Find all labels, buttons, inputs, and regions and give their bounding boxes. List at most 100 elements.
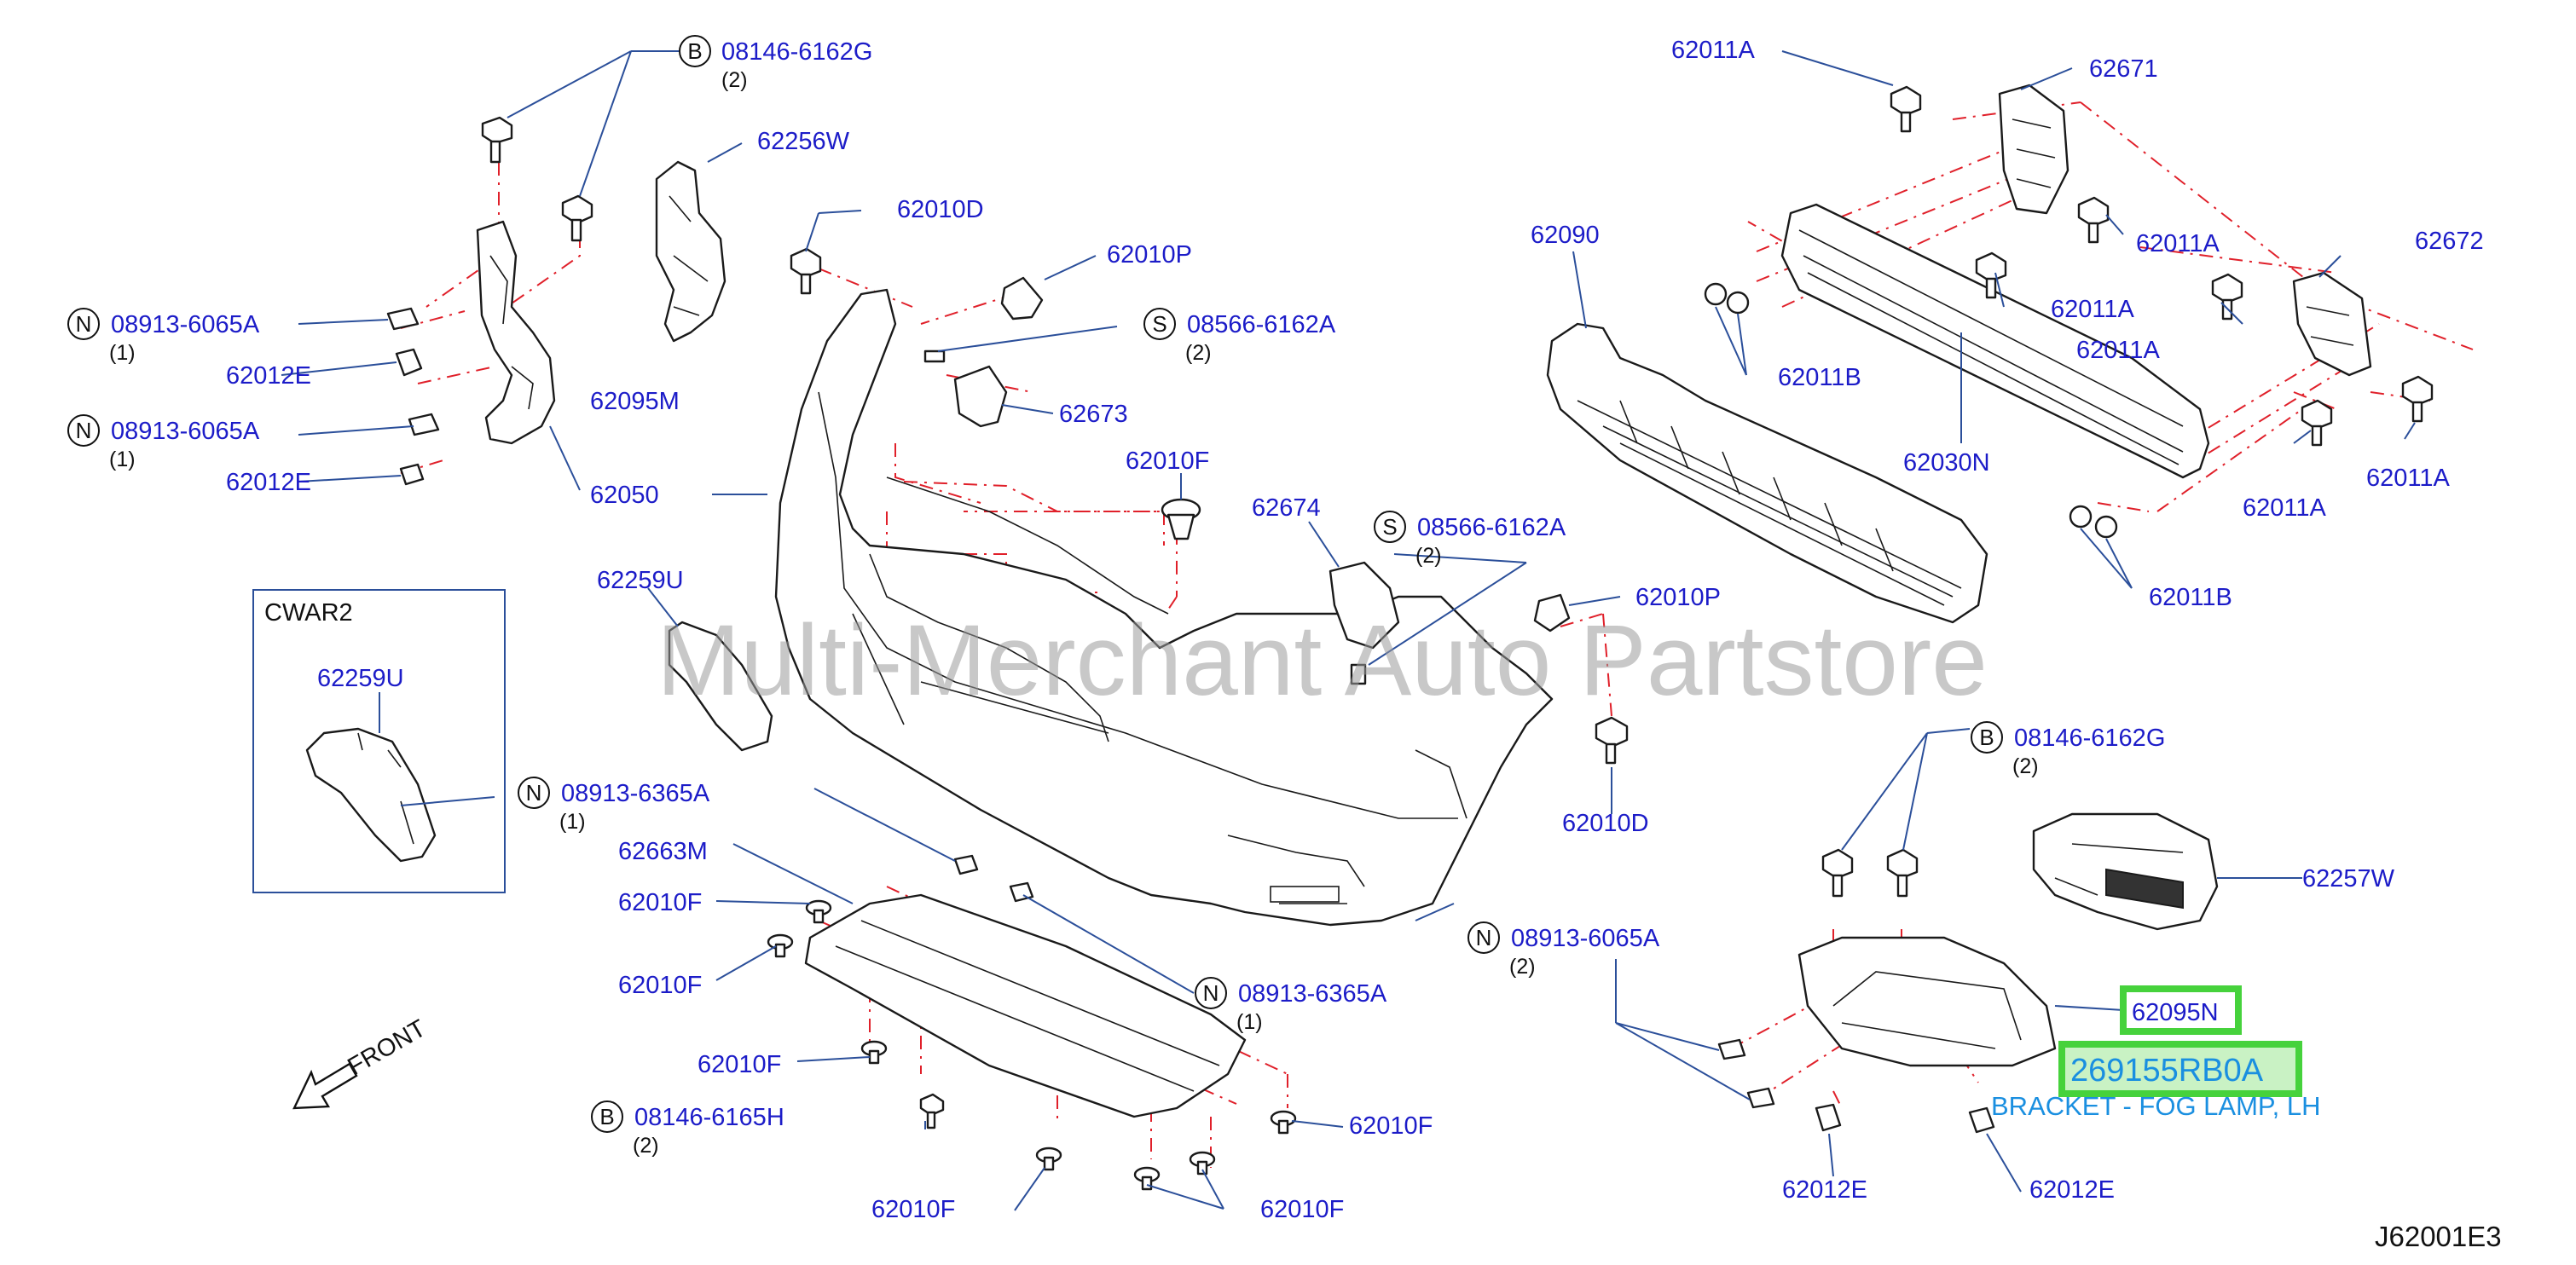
clip-nut-icon	[408, 413, 440, 436]
bolt-icon	[919, 1093, 945, 1129]
clip-nut-icon	[1746, 1087, 1775, 1109]
svg-text:B: B	[1979, 725, 1994, 750]
part-label-62012e-bottom-left[interactable]: 62012E	[1782, 1176, 1867, 1204]
bolt-icon	[1886, 848, 1919, 898]
bolt-icon	[2301, 399, 2333, 447]
push-pin-icon	[1270, 1110, 1297, 1135]
bracket-62259u-inset-shape	[305, 727, 437, 863]
part-label-62010p-top[interactable]: 62010P	[1107, 241, 1192, 269]
clip-62010p-icon	[1000, 276, 1044, 321]
bolt-icon	[1821, 848, 1854, 898]
nut-icon	[1704, 282, 1750, 315]
callout-label: 08566-6162A	[1187, 311, 1336, 338]
clip-nut-icon	[953, 854, 979, 875]
part-label-62010f-e[interactable]: 62010F	[871, 1196, 955, 1223]
part-label-62030n[interactable]: 62030N	[1903, 449, 1990, 477]
bolt-icon	[2211, 273, 2243, 321]
bumper-fascia-62050-shape	[774, 288, 1554, 927]
callout-08913-6065a-lower-left[interactable]: N 08913-6065A (1)	[67, 414, 260, 471]
part-label-62011a-top[interactable]: 62011A	[1671, 37, 1755, 64]
bracket-62674-icon	[1329, 561, 1400, 685]
part-label-62011a-f[interactable]: 62011A	[2366, 465, 2450, 492]
part-label-62012e-lower[interactable]: 62012E	[226, 469, 311, 496]
callout-08146-6162g-top[interactable]: B 08146-6162G (2)	[679, 35, 872, 92]
clip-nut-icon	[1717, 1038, 1746, 1060]
part-label-62259u-inset[interactable]: 62259U	[317, 665, 404, 692]
leader-lines	[281, 50, 2416, 1211]
callout-08913-6365a-left[interactable]: N 08913-6365A (1)	[518, 777, 710, 834]
part-label-62011b-right[interactable]: 62011B	[2149, 584, 2232, 611]
callout-label: 08913-6065A	[111, 418, 260, 445]
callout-08913-6365a-bottom[interactable]: N 08913-6365A (1)	[1195, 977, 1387, 1034]
callout-08146-6165h[interactable]: B 08146-6165H (2)	[591, 1100, 784, 1158]
part-label-62010f-f[interactable]: 62010F	[1260, 1196, 1344, 1223]
svg-text:B: B	[687, 38, 702, 64]
clip-icon	[1815, 1103, 1842, 1132]
part-label-62010f-a[interactable]: 62010F	[618, 889, 702, 916]
part-label-62095m[interactable]: 62095M	[590, 388, 680, 415]
part-label-62011a-c[interactable]: 62011A	[2051, 296, 2134, 323]
svg-text:S: S	[1152, 311, 1166, 337]
svg-text:N: N	[76, 418, 92, 443]
bolt-icon	[1890, 85, 1922, 133]
part-label-62256w[interactable]: 62256W	[757, 128, 850, 155]
front-label: FRONT	[344, 1014, 431, 1081]
highlighted-part-number[interactable]: 269155RB0A	[2070, 1053, 2264, 1089]
part-label-62010p-right[interactable]: 62010P	[1635, 584, 1721, 611]
part-graphics	[252, 84, 2434, 1191]
part-label-62674[interactable]: 62674	[1252, 494, 1321, 522]
callout-08566-6162a-lower[interactable]: S 08566-6162A (2)	[1374, 511, 1566, 568]
callout-08146-6162g-right[interactable]: B 08146-6162G (2)	[1971, 721, 2165, 778]
bolt-icon	[2077, 196, 2110, 244]
highlighted-part-group[interactable]: 62095N 269155RB0A BRACKET - FOG LAMP, LH	[1991, 985, 2320, 1121]
undercover-62663m-shape	[804, 893, 1247, 1118]
bolt-icon	[561, 194, 593, 242]
svg-text:N: N	[76, 311, 92, 337]
part-label-62673[interactable]: 62673	[1059, 401, 1128, 428]
bracket-62095m-shape	[476, 220, 556, 445]
quantity-label: (1)	[109, 341, 136, 365]
callout-08566-6162a-upper[interactable]: S 08566-6162A (2)	[1143, 308, 1336, 365]
part-label-62257w[interactable]: 62257W	[2302, 865, 2395, 892]
part-label-62011a-b[interactable]: 62011A	[2136, 230, 2220, 257]
nut-icon	[2069, 505, 2118, 539]
part-label-62010d-top[interactable]: 62010D	[897, 196, 984, 223]
bolt-icon	[1975, 251, 2007, 299]
part-labels: 62256W 62010D 62010P 62012E 62095M 62012…	[226, 37, 2484, 1223]
part-label-62671[interactable]: 62671	[2089, 55, 2158, 83]
quantity-label: (2)	[2012, 754, 2039, 778]
push-pin-icon	[1161, 498, 1201, 540]
callout-label: 08913-6365A	[561, 780, 710, 807]
clip-nut-icon	[386, 307, 420, 331]
figure-code: J62001E3	[2375, 1221, 2502, 1252]
bolt-icon	[481, 116, 513, 164]
part-label-62090[interactable]: 62090	[1531, 222, 1600, 249]
part-label-62012e-upper[interactable]: 62012E	[226, 362, 311, 390]
callout-08913-6065a-upper-left[interactable]: N 08913-6065A (1)	[67, 308, 260, 365]
part-label-62011a-d[interactable]: 62011A	[2076, 337, 2160, 364]
push-pin-icon	[860, 1040, 888, 1065]
part-label-62259u[interactable]: 62259U	[597, 567, 684, 594]
quantity-label: (1)	[559, 810, 586, 834]
part-label-62050[interactable]: 62050	[590, 482, 659, 509]
part-label-62011a-e[interactable]: 62011A	[2243, 494, 2326, 522]
part-label-62010f-center[interactable]: 62010F	[1126, 448, 1209, 475]
callout-08913-6065a-right[interactable]: N 08913-6065A (2)	[1467, 921, 1660, 979]
part-label-62095n[interactable]: 62095N	[2132, 999, 2219, 1026]
part-label-62010f-c[interactable]: 62010F	[698, 1051, 781, 1078]
part-label-62010f-d[interactable]: 62010F	[1349, 1112, 1433, 1140]
callout-label: 08146-6162G	[721, 38, 872, 66]
part-label-62672[interactable]: 62672	[2415, 228, 2484, 255]
part-label-62010f-b[interactable]: 62010F	[618, 972, 702, 999]
part-label-62011b-left[interactable]: 62011B	[1778, 364, 1861, 391]
callout-label: 08146-6162G	[2014, 725, 2165, 752]
push-pin-icon	[1189, 1151, 1216, 1175]
quantity-label: (1)	[1236, 1010, 1263, 1034]
part-label-62012e-bottom-right[interactable]: 62012E	[2029, 1176, 2115, 1204]
inset-title: CWAR2	[264, 599, 353, 627]
part-label-62663m[interactable]: 62663M	[618, 838, 708, 865]
part-label-62010d-right[interactable]: 62010D	[1562, 810, 1649, 837]
bracket-62256w-shape	[655, 160, 726, 343]
